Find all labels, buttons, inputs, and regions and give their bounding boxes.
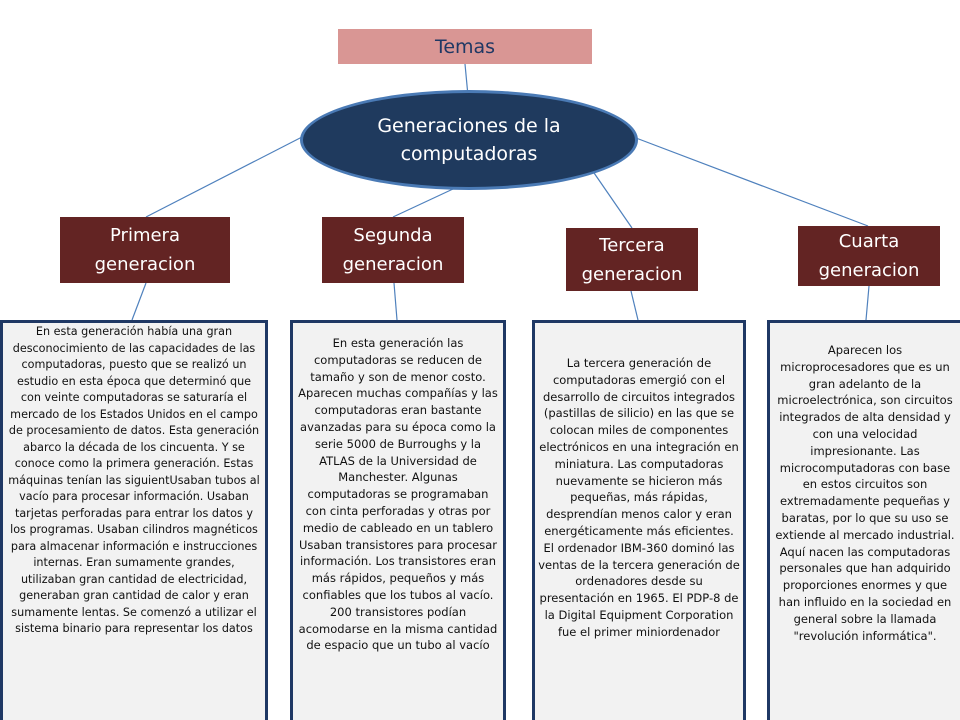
first-generation-description-box: En esta generación había una gran descon… xyxy=(0,320,268,720)
fourth-generation-node: Cuarta generacion xyxy=(798,226,940,286)
second-generation-node: Segunda generacion xyxy=(322,217,464,283)
fourth-generation-line2: generacion xyxy=(818,260,920,281)
fourth-generation-label: Cuarta generacion xyxy=(819,227,920,285)
fourth-generation-line1: Cuarta xyxy=(838,231,900,252)
connector-main-gen4 xyxy=(635,137,869,227)
first-generation-line1: Primera xyxy=(110,225,180,246)
main-topic-node: Generaciones de la computadoras xyxy=(300,90,638,190)
main-topic-label: Generaciones de la computadoras xyxy=(377,112,560,168)
second-generation-line2: generacion xyxy=(342,254,444,275)
connector-main-gen1 xyxy=(145,136,303,218)
first-generation-description: En esta generación había una gran descon… xyxy=(8,325,260,635)
topic-label: Temas xyxy=(434,35,496,58)
third-generation-description-box: La tercera generación de computadoras em… xyxy=(532,320,746,720)
second-generation-label: Segunda generacion xyxy=(343,221,444,279)
main-topic-line2: computadoras xyxy=(400,143,538,165)
topic-box: Temas xyxy=(338,29,592,64)
third-generation-label: Tercera generacion xyxy=(582,231,683,289)
second-generation-line1: Segunda xyxy=(353,225,433,246)
fourth-generation-description: Aparecen los microprocesadores que es un… xyxy=(775,343,955,643)
second-generation-description-box: En esta generación las computadoras se r… xyxy=(290,320,506,720)
first-generation-line2: generacion xyxy=(94,254,196,275)
first-generation-label: Primera generacion xyxy=(95,221,196,279)
connector-gen1-desc1 xyxy=(131,282,147,321)
first-generation-faint-text: es características: xyxy=(83,638,185,652)
fourth-generation-description-box: Aparecen los microprocesadores que es un… xyxy=(767,320,960,720)
connector-gen2-desc2 xyxy=(393,282,398,321)
first-generation-node: Primera generacion xyxy=(60,217,230,283)
third-generation-line1: Tercera xyxy=(599,234,665,256)
main-topic-line1: Generaciones de la xyxy=(377,115,561,137)
connector-gen3-desc3 xyxy=(630,290,639,321)
third-generation-line2: generacion xyxy=(581,263,683,285)
connector-main-gen3 xyxy=(591,169,633,229)
second-generation-description: En esta generación las computadoras se r… xyxy=(298,336,498,535)
third-generation-node: Tercera generacion xyxy=(566,228,698,291)
connector-gen4-desc4 xyxy=(865,285,870,321)
second-generation-description-2: Usaban transistores para procesar inform… xyxy=(298,537,498,653)
third-generation-description: La tercera generación de computadoras em… xyxy=(538,356,740,639)
